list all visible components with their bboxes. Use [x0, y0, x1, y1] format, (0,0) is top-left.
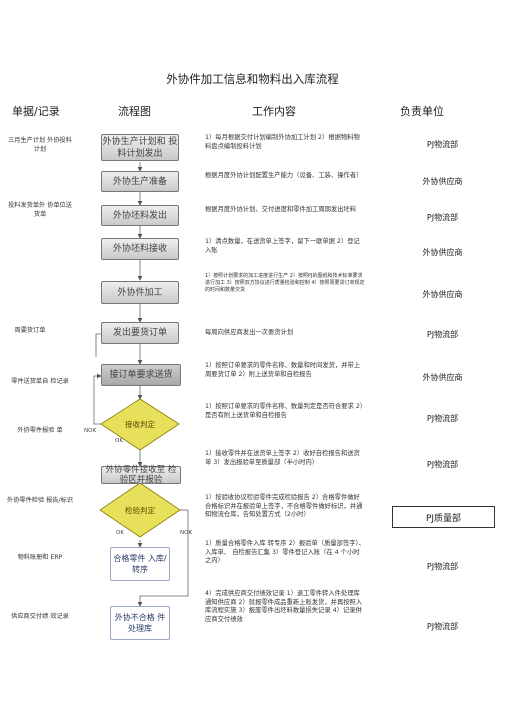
step-stock-in: 合格零件 入库/转序: [110, 547, 170, 581]
record-1: 三月生产计划 外协投料计划: [8, 137, 72, 153]
work-11: 1）质量合格零件入库 转专序 2）报验单（质量部签字）、入库单、 自检报告汇集 …: [205, 540, 365, 565]
work-3: 根据月度外协计划、交付进度和零件加工周期发出坯料: [205, 206, 357, 213]
work-6: 每周向供应商发出一次要货计划: [205, 329, 294, 336]
work-8: 1）按照订单要求的零件名称、数量判定是否符合要求 2）是否有附上送货单和自检报告: [205, 403, 363, 419]
record-8: 供应商交付绩 效记录: [11, 613, 69, 620]
header-flow: 流程图: [118, 105, 151, 118]
step-plan-issue: 外协生产计划和 投料计划发出: [101, 134, 179, 161]
record-7: 物料账册和 ERP: [17, 554, 63, 561]
decision-inspect-ok: OK: [116, 530, 124, 536]
header-unit: 负责单位: [400, 105, 444, 118]
unit-9: PJ物流部: [426, 460, 459, 469]
record-6: 外协零件检验 报告/标识: [7, 497, 73, 504]
unit-12: PJ物流部: [426, 622, 459, 631]
step-blank-receive: 外协坯料接收: [101, 238, 179, 260]
work-9: 1）接收零件并在送货单上签字 2）收好自检报告和送货单 3）发出报验单至质量部（…: [205, 450, 360, 466]
work-5: 1）按照计划要求的加工进度进行生产 2）按照PJ的图纸和技术标准要求进行加工 3…: [205, 273, 365, 293]
step-reject-store: 外协不合格 件处理库: [110, 606, 170, 640]
unit-5: 外协供应商: [422, 290, 463, 299]
record-3: 周要货订单: [14, 327, 46, 334]
step-issue-order: 发出要货订单: [101, 322, 179, 344]
unit-3: PJ物流部: [426, 213, 459, 222]
unit-4: 外协供应商: [422, 248, 463, 257]
header-records: 单据/记录: [12, 105, 60, 118]
decision-receive-label: 接收判定: [125, 420, 155, 429]
record-2: 投料发货单外 协单位送货单: [8, 202, 72, 218]
page-title: 外协件加工信息和物料出入库流程: [166, 72, 339, 86]
work-7: 1）按照订单要求的零件名称、数量和时间发货，并带上周要货订单 2）附上送货单和自…: [205, 362, 361, 378]
step-production-prep: 外协生产准备: [101, 171, 179, 192]
unit-10-box: PJ质量部: [392, 506, 495, 528]
decision-receive-nok: NOK: [84, 428, 97, 434]
unit-8: PJ物流部: [426, 414, 459, 423]
unit-1: PJ物流部: [426, 140, 459, 149]
step-deliver-per-order: 接订单要求送货: [101, 364, 181, 386]
step-processing: 外协件加工: [101, 281, 179, 304]
decision-inspect-label: 检验判定: [125, 506, 155, 515]
step-inspection-area: 外协零件接收至 检验区并报验: [101, 465, 181, 485]
unit-2: 外协供应商: [422, 177, 463, 186]
header-work: 工作内容: [252, 105, 296, 118]
work-2: 根据月度外协计划配置生产能力（设备、工装、操作者）: [205, 172, 363, 179]
work-1: 1）每月根据交付计划编制外协加工计划 2）根据物料物料盘点编制投料计划: [205, 134, 360, 150]
step-blank-issue: 外协坯料发出: [101, 205, 179, 226]
decision-receive-ok: OK: [115, 438, 123, 444]
work-10: 1）按验收协议检验零件完成检验报告 2）合格零件做好合格标识并在报验单上签字，不…: [205, 494, 363, 519]
unit-6: PJ物流部: [426, 330, 459, 339]
decision-inspect-nok: NOK: [180, 530, 193, 536]
work-4: 1）清点数量，在送货单上签字，留下一联单据 2）登记入账: [205, 238, 360, 254]
unit-11: PJ物流部: [426, 562, 459, 571]
work-12: 4）完成供应商交付绩效记录 1）退工零件转入件处理库通知供应商 2）就报零件成品…: [205, 590, 363, 623]
record-4: 零件送货单自 检记录: [11, 378, 69, 385]
record-5: 外协零件报验 单: [17, 427, 63, 434]
unit-7: 外协供应商: [422, 373, 463, 382]
